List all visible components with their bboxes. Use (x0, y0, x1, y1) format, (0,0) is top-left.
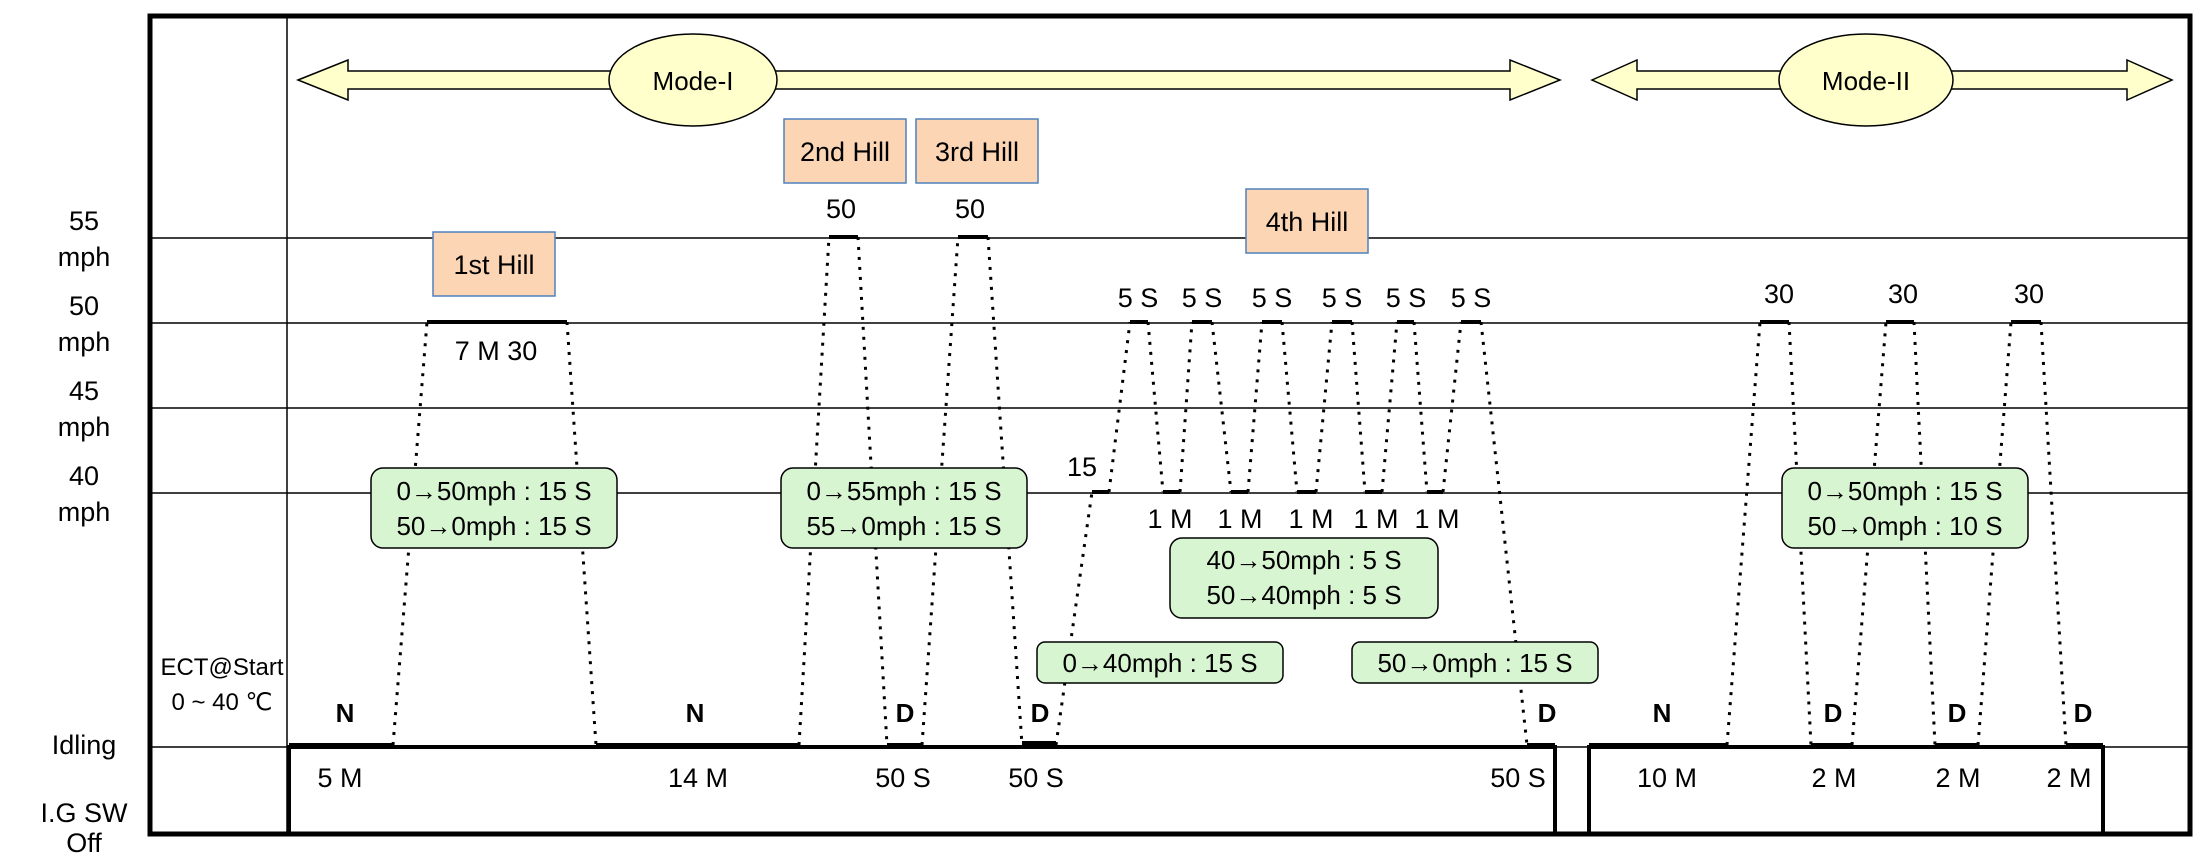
hold-1m-4: 1 M (1353, 504, 1398, 534)
speed-label-55: 55 (69, 206, 99, 236)
mode2-peak-label-1: 30 (1764, 279, 1794, 309)
hill3-box (915, 118, 1039, 184)
speed-unit-40: mph (58, 497, 111, 527)
gear-label-5: D (1538, 698, 1557, 728)
ramp-box-6-line2: 50→0mph : 10 S (1807, 511, 2002, 541)
idle-duration-4: 50 S (1008, 763, 1064, 793)
ramp-box-6 (1781, 467, 2029, 549)
gear-labels: N N D D D N D D D (336, 698, 2093, 728)
gear-label-7: D (1824, 698, 1843, 728)
ramp-box-3-line2: 50→40mph : 5 S (1206, 580, 1401, 610)
hill4-box (1245, 188, 1369, 254)
idle-duration-7: 2 M (1811, 763, 1856, 793)
ect-line2: 0 ~ 40 ℃ (171, 689, 272, 716)
hill3-label: 3rd Hill (935, 137, 1019, 167)
gear-label-6: N (1653, 698, 1672, 728)
speed-unit-55: mph (58, 242, 111, 272)
ramp-boxes: 0→50mph : 15 S 50→0mph : 15 S 0→55mph : … (370, 467, 2029, 684)
speed-axis-labels: 55 mph 50 mph 45 mph 40 mph Idling I.G S… (41, 206, 129, 858)
hill-labels: 1st Hill 2nd Hill 3rd Hill 4th Hill (432, 118, 1369, 297)
ramp-box-1-line2: 50→0mph : 15 S (396, 511, 591, 541)
ramp-box-1 (370, 467, 618, 549)
hold-1m-1: 1 M (1147, 504, 1192, 534)
hold-5s-6: 5 S (1451, 283, 1492, 313)
idle-duration-5: 50 S (1490, 763, 1546, 793)
hill1-hold-label: 7 M 30 (455, 336, 538, 366)
mode2-peak-label-2: 30 (1888, 279, 1918, 309)
speed-label-45: 45 (69, 376, 99, 406)
ramp-box-2-line1: 0→55mph : 15 S (806, 476, 1001, 506)
gear-label-4: D (1031, 698, 1050, 728)
idle-duration-1: 5 M (317, 763, 362, 793)
hold-labels: 7 M 30 50 50 15 30 30 30 5 S 5 S 5 S 5 S… (455, 194, 2044, 534)
ect-label: ECT@Start 0 ~ 40 ℃ (160, 654, 283, 716)
gear-label-2: N (686, 698, 705, 728)
hill2-label: 2nd Hill (800, 137, 890, 167)
hill1-label: 1st Hill (453, 250, 534, 280)
idle-duration-labels: 5 M 14 M 50 S 50 S 50 S 10 M 2 M 2 M 2 M (317, 763, 2091, 793)
speed-label-40: 40 (69, 461, 99, 491)
mode2-peak-label-3: 30 (2014, 279, 2044, 309)
mode1-label: Mode-I (653, 66, 734, 96)
ramp-box-1-line1: 0→50mph : 15 S (396, 476, 591, 506)
hold-5s-2: 5 S (1182, 283, 1223, 313)
idle-duration-3: 50 S (875, 763, 931, 793)
speed-label-50: 50 (69, 291, 99, 321)
gear-label-3: D (896, 698, 915, 728)
hill2-box (783, 118, 907, 184)
idle-duration-6: 10 M (1637, 763, 1697, 793)
ramp-box-3 (1169, 537, 1439, 619)
idling-label: Idling (52, 730, 117, 760)
hold-1m-2: 1 M (1217, 504, 1262, 534)
ramp-box-6-line1: 0→50mph : 15 S (1807, 476, 2002, 506)
gear-label-1: N (336, 698, 355, 728)
idle-duration-9: 2 M (2046, 763, 2091, 793)
hill2-peak-label: 50 (826, 194, 856, 224)
ramp-box-4 (1036, 641, 1284, 684)
ramp-box-5 (1351, 641, 1599, 684)
hill3-peak-label: 50 (955, 194, 985, 224)
ect-line1: ECT@Start (160, 654, 283, 681)
gear-label-8: D (1948, 698, 1967, 728)
ig-sw-sub-label: Off (66, 828, 102, 858)
speed-unit-50: mph (58, 327, 111, 357)
gear-label-9: D (2074, 698, 2093, 728)
ramp-box-4-line1: 0→40mph : 15 S (1062, 648, 1257, 678)
hill4-label: 4th Hill (1266, 207, 1349, 237)
mode2-label: Mode-II (1822, 66, 1910, 96)
outer-frame (147, 13, 2193, 837)
hold-5s-4: 5 S (1322, 283, 1363, 313)
idle-duration-2: 14 M (668, 763, 728, 793)
speed-profile-holds (289, 235, 2103, 749)
ramp-box-5-line1: 50→0mph : 15 S (1377, 648, 1572, 678)
hill1-box (432, 231, 556, 297)
hold-5s-3: 5 S (1252, 283, 1293, 313)
hold-5s-5: 5 S (1386, 283, 1427, 313)
mode1-arrow: Mode-I (295, 33, 1563, 127)
ramp-box-3-line1: 40→50mph : 5 S (1206, 545, 1401, 575)
mode2-arrow: Mode-II (1590, 33, 2174, 127)
hold-1m-5: 1 M (1414, 504, 1459, 534)
ramp-box-2-line2: 55→0mph : 15 S (806, 511, 1001, 541)
ig-sw-label: I.G SW (41, 798, 129, 828)
idle-duration-8: 2 M (1935, 763, 1980, 793)
ramp-box-2 (780, 467, 1028, 549)
hill4-start-label: 15 (1067, 452, 1097, 482)
hold-5s-1: 5 S (1118, 283, 1159, 313)
speed-unit-45: mph (58, 412, 111, 442)
hold-1m-3: 1 M (1288, 504, 1333, 534)
